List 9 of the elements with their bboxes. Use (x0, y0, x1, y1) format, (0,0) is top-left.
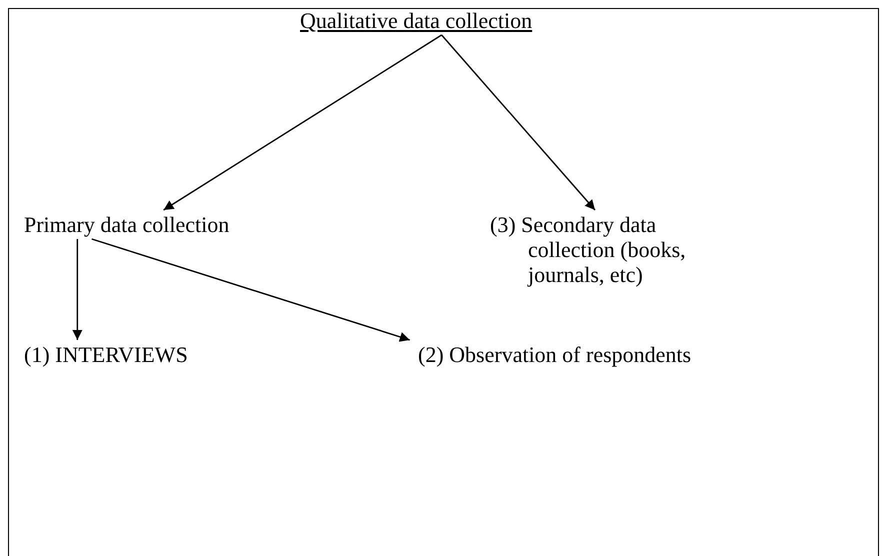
heading-text: Qualitative data collection (300, 8, 532, 33)
arrow (163, 34, 442, 211)
node-label: Primary data collection (24, 212, 230, 237)
arrow (72, 239, 82, 340)
arrow (92, 238, 410, 342)
node-label: (2) Observation of respondents (418, 342, 692, 367)
node-label: (1) INTERVIEWS (24, 342, 188, 367)
node-label: (3) Secondary data collection (books, journals, etc) (490, 212, 700, 287)
arrow (441, 34, 596, 210)
